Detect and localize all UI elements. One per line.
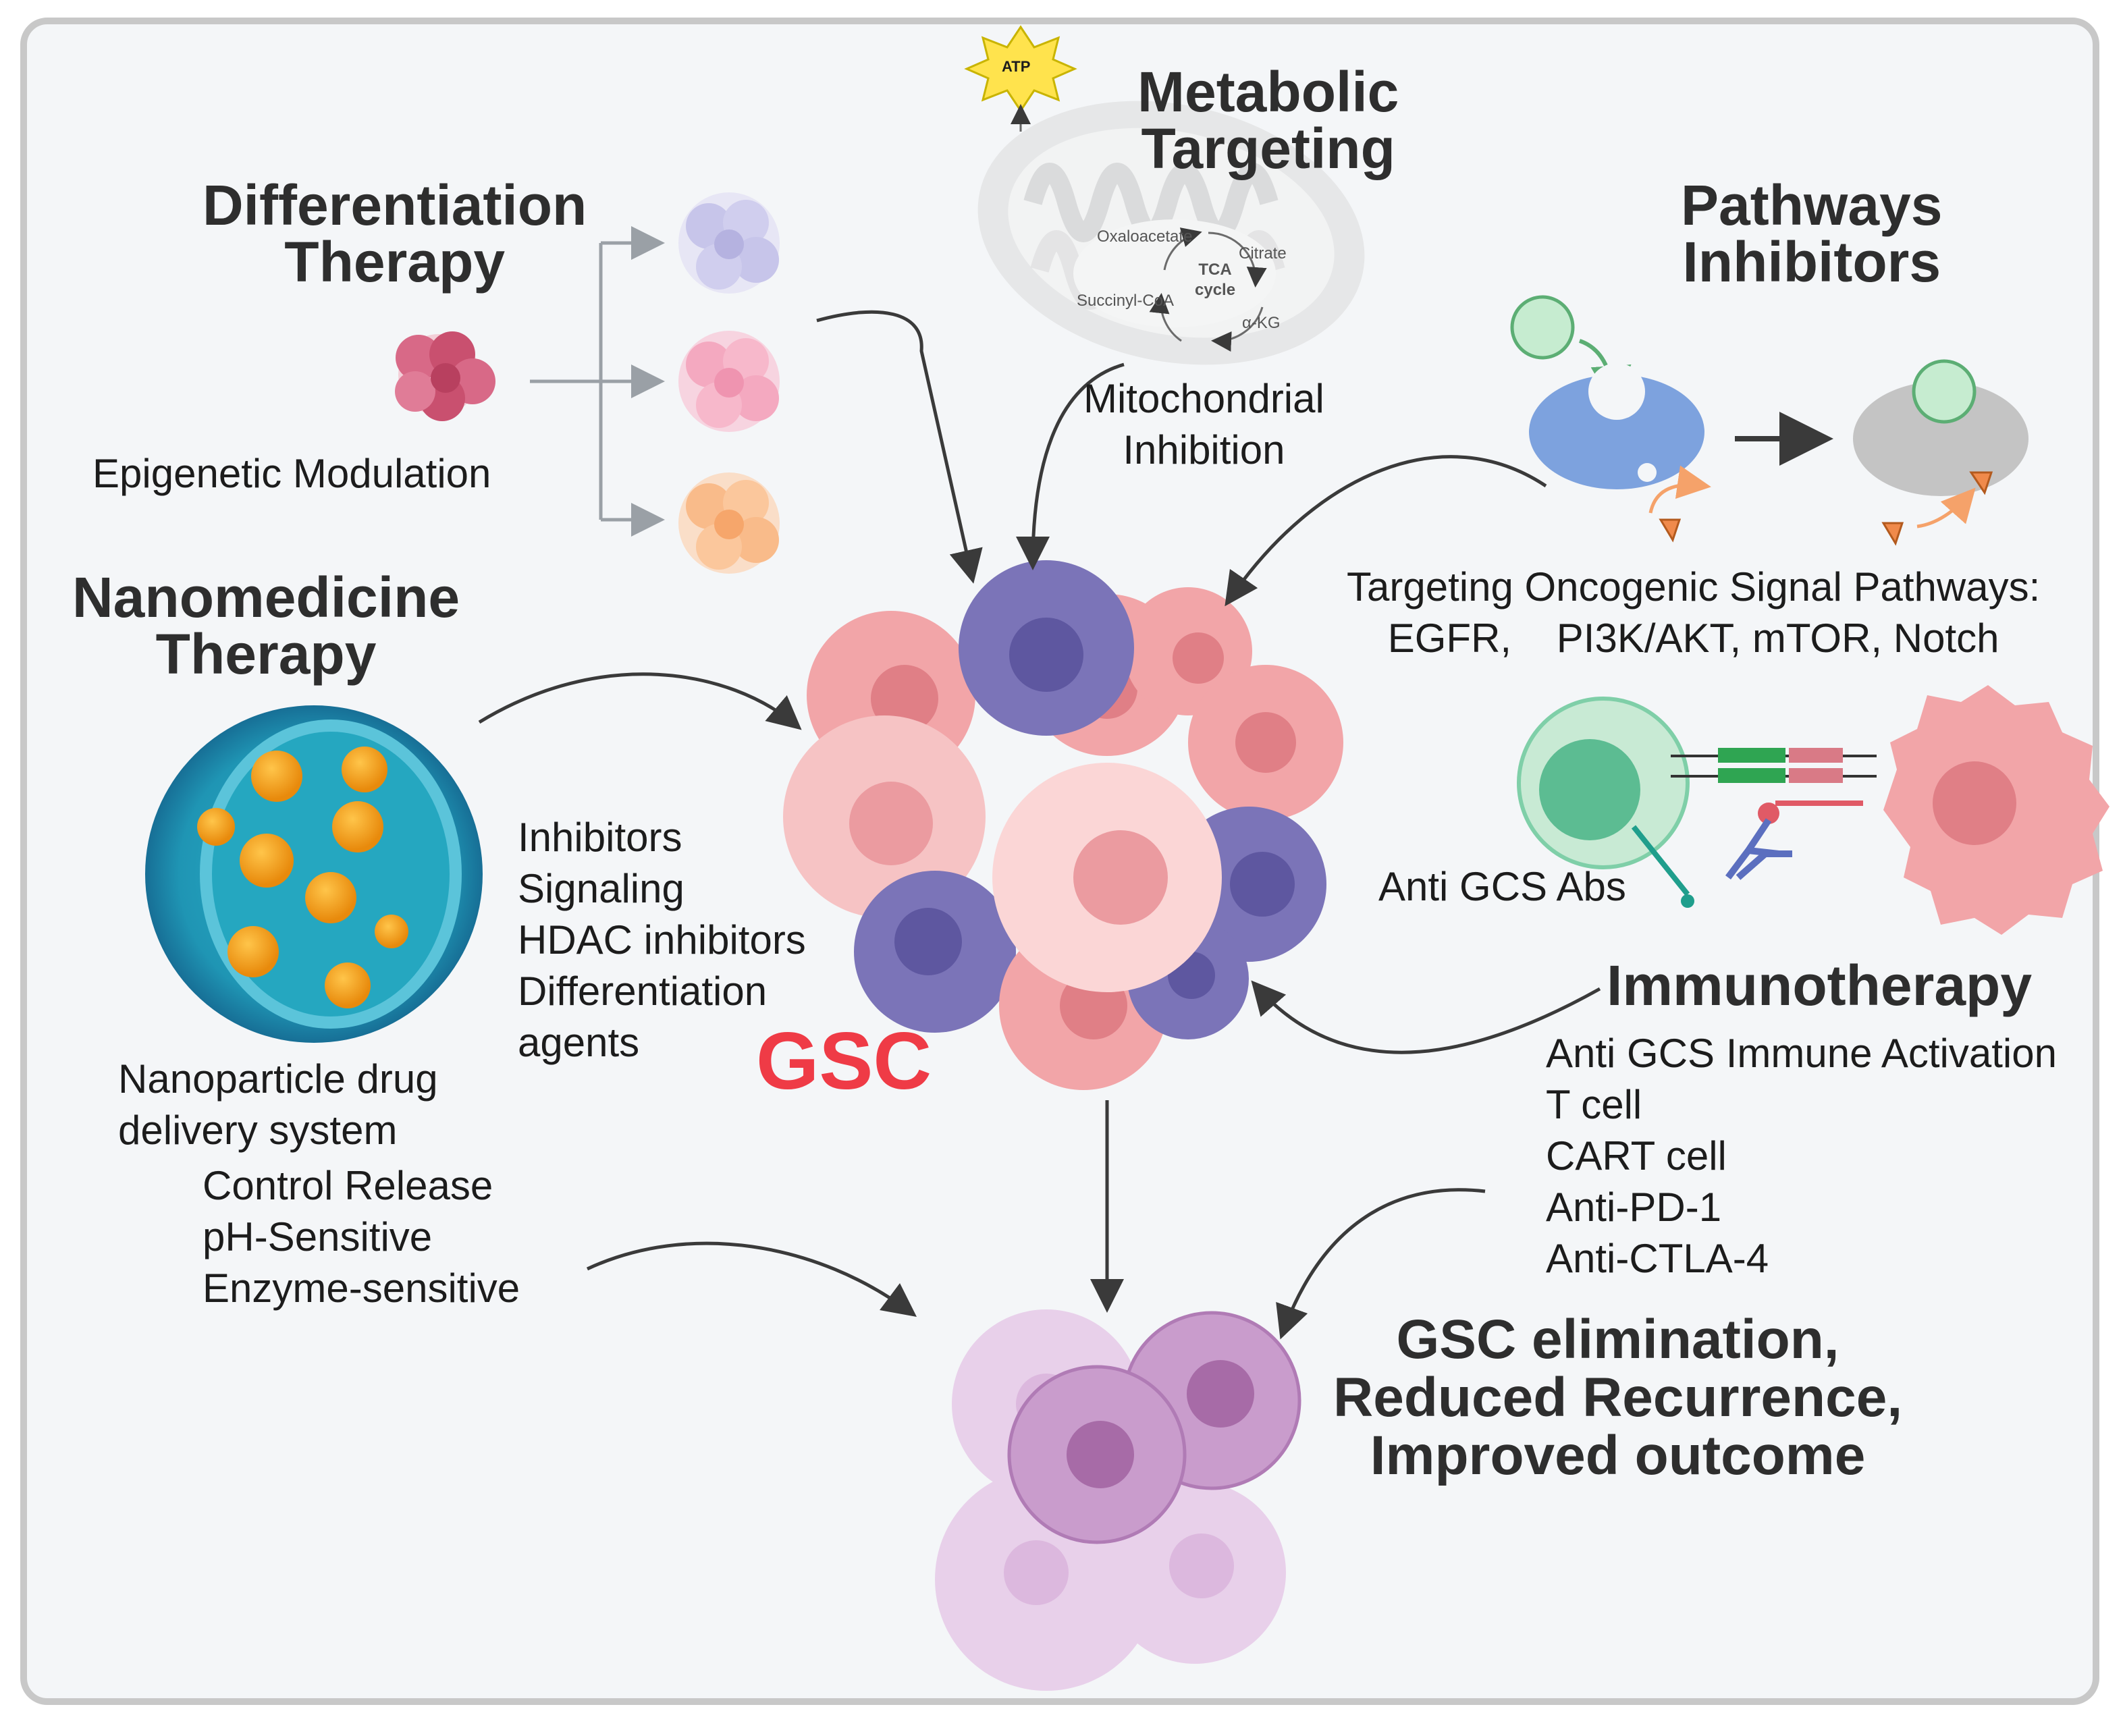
gsc-label: GSC <box>756 1016 932 1106</box>
gsc-tumor-cluster-icon <box>783 560 1343 1090</box>
receptor-binding-icon <box>1671 748 1877 824</box>
inactive-receptor-icon <box>1853 359 2028 546</box>
differentiated-cells-orange-icon <box>678 472 780 574</box>
outcome-line-3: Improved outcome <box>1370 1425 1866 1486</box>
outcome-line-1: GSC elimination, <box>1396 1309 1839 1370</box>
ligand-icon <box>1510 295 1632 406</box>
mitochondrion-icon <box>977 101 1365 365</box>
tca-cycle-label: TCA cycle <box>1195 260 1235 300</box>
branch-arrows-icon <box>530 226 665 537</box>
oncogenic-pathways-line-2: EGFR, PI3K/AKT, mTOR, Notch <box>1387 616 1999 661</box>
agent-item: Signaling <box>518 866 684 911</box>
differentiated-cells-pink-icon <box>678 331 780 432</box>
nanomedicine-title-line-1: Nanomedicine <box>72 566 460 629</box>
agent-item: Inhibitors <box>518 815 682 860</box>
metabolic-title-line-2: Targeting <box>1141 117 1395 180</box>
differentiated-cells-purple-icon <box>678 192 780 294</box>
tca-cycle-label-line-1: TCA <box>1198 261 1232 279</box>
metabolic-title-line-1: Metabolic <box>1137 60 1399 124</box>
release-item: pH-Sensitive <box>203 1214 433 1259</box>
tca-succinyl-label: Succinyl-CoA <box>1077 292 1175 310</box>
outcome-line-2: Reduced Recurrence, <box>1333 1367 1903 1428</box>
mitochondrial-inhibition-line-1: Mitochondrial <box>1083 376 1324 421</box>
nanoparticle-icon <box>145 705 483 1043</box>
agent-item: agents <box>518 1020 640 1065</box>
epigenetic-modulation-label: Epigenetic Modulation <box>92 451 491 496</box>
tca-oxaloacetate-label: Oxaloacetate <box>1097 227 1193 246</box>
release-mechanisms-list: Control Release pH-Sensitive Enzyme-sens… <box>203 1160 520 1314</box>
therapeutic-agents-list: Inhibitors Signaling HDAC inhibitors Dif… <box>518 812 806 1068</box>
atp-label: ATP <box>1002 58 1031 75</box>
release-item: Enzyme-sensitive <box>203 1266 520 1311</box>
pathways-title-line-1: Pathways <box>1681 173 1943 237</box>
tca-akg-label: α-KG <box>1242 314 1281 332</box>
immunotherapy-item: Anti-PD-1 <box>1546 1185 1722 1230</box>
immunotherapy-item: Anti GCS Immune Activation <box>1546 1031 2057 1076</box>
release-item: Control Release <box>203 1163 493 1208</box>
mitochondrial-inhibition-line-2: Inhibition <box>1123 427 1285 472</box>
immunotherapy-item: CART cell <box>1546 1133 1727 1178</box>
anti-gcs-abs-label: Anti GCS Abs <box>1378 864 1626 909</box>
outcome-text: GSC elimination, Reduced Recurrence, Imp… <box>1333 1311 1902 1485</box>
tca-citrate-label: Citrate <box>1239 244 1287 263</box>
pathways-title: Pathways Inhibitors <box>1681 177 1943 290</box>
nanomedicine-title-line-2: Therapy <box>155 622 377 686</box>
t-cell-icon <box>1517 697 1694 908</box>
immunotherapy-list: Anti GCS Immune Activation T cell CART c… <box>1546 1028 2057 1284</box>
mitochondrial-inhibition-label: Mitochondrial Inhibition <box>1083 373 1324 476</box>
pathways-title-line-2: Inhibitors <box>1682 230 1941 294</box>
immunotherapy-title: Immunotherapy <box>1607 954 2033 1017</box>
agent-item: HDAC inhibitors <box>518 917 806 962</box>
differentiation-title-line-1: Differentiation <box>203 173 587 237</box>
immunotherapy-item: Anti-CTLA-4 <box>1546 1236 1769 1281</box>
receptor-icon <box>1529 363 1711 543</box>
healthy-cells-icon <box>935 1309 1301 1691</box>
antibody-icon <box>1725 818 1792 880</box>
nanoparticle-caption-line-1: Nanoparticle drug <box>118 1056 438 1102</box>
stem-cell-cluster-icon <box>395 331 495 421</box>
atp-burst-icon <box>964 25 1077 132</box>
differentiation-title-line-2: Therapy <box>284 230 506 294</box>
nanoparticle-caption-line-2: delivery system <box>118 1108 398 1153</box>
nanomedicine-title: Nanomedicine Therapy <box>72 569 460 682</box>
oncogenic-pathways-line-1: Targeting Oncogenic Signal Pathways: <box>1347 564 2041 609</box>
tca-cycle-label-line-2: cycle <box>1195 281 1236 299</box>
differentiation-title: Differentiation Therapy <box>203 177 587 290</box>
tumor-cell-icon <box>1883 685 2109 935</box>
immunotherapy-item: T cell <box>1546 1082 1642 1127</box>
oncogenic-pathways-label: Targeting Oncogenic Signal Pathways: EGF… <box>1347 562 2040 664</box>
connector-arrows <box>478 310 1601 1340</box>
nanoparticle-caption: Nanoparticle drug delivery system <box>118 1054 438 1156</box>
agent-item: Differentiation <box>518 969 768 1014</box>
metabolic-title: Metabolic Targeting <box>1137 63 1399 177</box>
